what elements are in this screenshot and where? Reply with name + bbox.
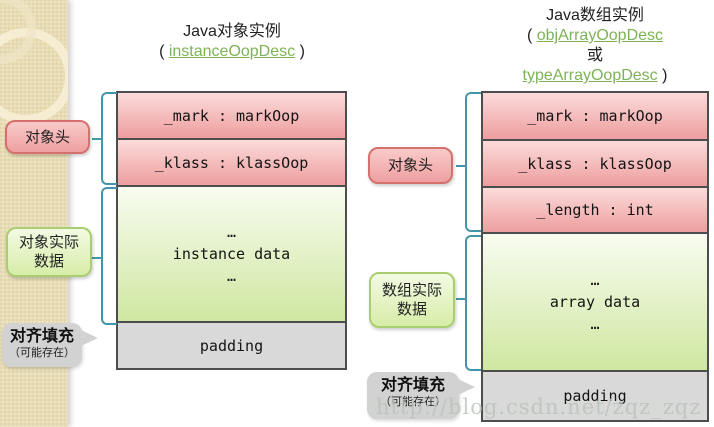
left-row-mark: _mark : markOop [118,93,345,140]
callout-pointer [458,379,475,395]
length-field-text: _length : int [536,201,654,219]
right-row-padding: padding [483,372,707,420]
ellipsis-text: … [226,223,237,241]
left-padding-callout: 对齐填充 （可能存在） [2,323,98,367]
right-subtitle-line2: typeArrayOopDesc ) [481,66,709,86]
brace-nub [92,257,103,259]
ellipsis-text: … [590,315,600,333]
callout-sub-text: （可能存在） [380,396,446,408]
brace-nub [456,165,467,167]
open-paren: ( [159,43,165,60]
left-title: Java对象实例 [183,23,281,40]
array-data-text: array data [549,293,641,311]
left-object-header-label: 对象头 [5,120,90,154]
or-text: 或 [586,47,603,64]
klass-field-text: _klass : klassOop [154,153,309,172]
left-title-block: Java对象实例 ( instanceOopDesc ) [117,22,347,62]
right-row-length: _length : int [483,188,707,234]
brace-nub [92,138,103,140]
mark-field-text: _mark : markOop [527,107,663,125]
callout-main-text: 对齐填充 [9,328,74,345]
right-subtitle-line1: ( objArrayOopDesc [481,26,709,46]
objarrayoopdesc-link[interactable]: objArrayOopDesc [536,27,664,44]
left-row-klass: _klass : klassOop [118,140,345,187]
right-title: Java数组实例 [546,7,644,24]
left-row-padding: padding [118,323,345,368]
right-row-array-data: … array data … [483,234,707,372]
left-memory-box: _mark : markOop _klass : klassOop … inst… [116,91,347,370]
right-data-brace [456,235,481,371]
right-header-brace [456,92,481,232]
left-data-brace [92,187,117,325]
right-row-klass: _klass : klassOop [483,141,707,188]
open-paren: ( [526,27,533,44]
klass-field-text: _klass : klassOop [518,154,672,173]
decorative-ring [0,0,36,64]
right-title-block: Java数组实例 ( objArrayOopDesc 或 typeArrayOo… [481,6,709,86]
left-object-data-label: 对象实际 数据 [6,227,92,277]
ellipsis-text: … [226,267,237,285]
padding-text: padding [199,336,264,355]
typearrayoopdesc-link[interactable]: typeArrayOopDesc [522,67,658,84]
ellipsis-text: … [590,271,600,289]
instance-data-text: instance data [172,245,291,263]
instanceoopdesc-link[interactable]: instanceOopDesc [168,43,296,60]
brace-nub [456,298,467,300]
left-subtitle: ( instanceOopDesc ) [117,42,347,62]
right-object-header-label: 对象头 [368,147,453,184]
mark-field-text: _mark : markOop [163,106,300,125]
padding-text: padding [563,387,627,405]
callout-main-text: 对齐填充 [380,377,445,394]
close-paren: ) [662,67,668,84]
callout-pointer [81,330,98,346]
left-row-instance-data: … instance data … [118,187,345,323]
left-header-brace [92,92,117,185]
right-row-mark: _mark : markOop [483,93,707,141]
callout-sub-text: （可能存在） [9,347,75,359]
right-memory-box: _mark : markOop _klass : klassOop _lengt… [481,91,709,422]
right-array-data-label: 数组实际 数据 [369,272,455,328]
right-padding-callout: 对齐填充 （可能存在） [367,372,475,419]
close-paren: ) [299,43,305,60]
